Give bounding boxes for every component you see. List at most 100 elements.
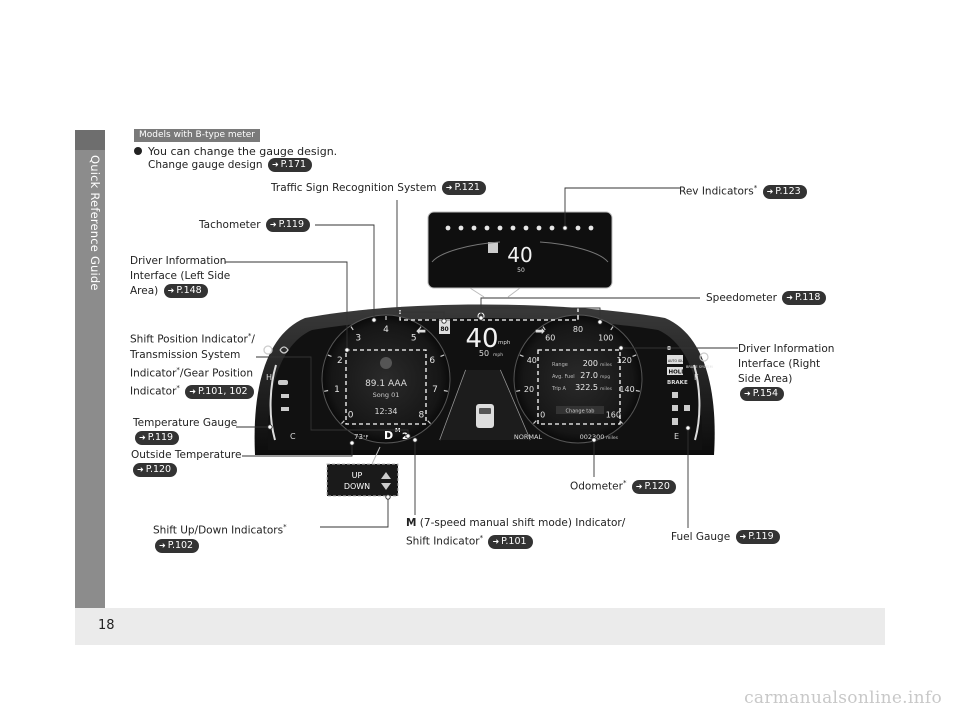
- clock: 12:34: [374, 407, 397, 416]
- tachometer-tick: [350, 326, 354, 331]
- tachometer-number: 0: [348, 410, 354, 420]
- speed-right-arrow-icon: ➡: [535, 324, 545, 338]
- page-ref-link[interactable]: ➜P.118: [782, 291, 827, 305]
- speedometer-number: 120: [617, 356, 632, 365]
- dii-row-value: 322.5: [575, 383, 598, 392]
- callout-speedometer: Speedometer ➜P.118: [706, 291, 827, 306]
- page-ref-link[interactable]: ➜P.119: [265, 218, 310, 232]
- up-arrow-icon: [381, 472, 391, 479]
- right-warning-icons: [667, 346, 709, 425]
- tachometer-tick: [324, 389, 329, 392]
- tachometer-number: 8: [418, 410, 424, 420]
- dii-row-name: Trip A: [551, 386, 567, 392]
- speedometer-tick: [519, 354, 524, 357]
- intro-subtext: Change gauge design: [148, 159, 263, 171]
- hold-label: HOLD: [669, 370, 687, 376]
- updown-down-label: DOWN: [344, 482, 370, 491]
- dii-row-name: Avg. Fuel: [552, 374, 575, 380]
- callout-dii-right: Driver Information Interface (Right Side…: [738, 343, 835, 401]
- page-ref-link[interactable]: ➜P.102: [155, 538, 200, 553]
- callout-traffic-sign: Traffic Sign Recognition System ➜P.121: [271, 181, 486, 196]
- sidebar-tab-top: [75, 130, 105, 150]
- tachometer-number: 4: [383, 325, 389, 335]
- radio-song: Song 01: [373, 391, 400, 399]
- arrow-icon: ➜: [189, 386, 196, 396]
- speedometer-tick: [632, 354, 637, 357]
- page-ref-link[interactable]: ➜P.123: [762, 184, 807, 199]
- speedometer-number: 160: [606, 410, 621, 419]
- speedometer-number: 140: [619, 385, 634, 394]
- gear-mode-indicator: M: [395, 428, 400, 434]
- rev-indicator-led: [458, 225, 464, 231]
- callout-odometer: Odometer* ➜P.120: [570, 476, 676, 495]
- rev-indicator-led: [523, 225, 529, 231]
- page-ref-link[interactable]: ➜P.101: [488, 534, 533, 549]
- rev-indicator-led: [536, 225, 542, 231]
- radio-frequency: 89.1 AAA: [365, 379, 408, 389]
- arrow-icon: ➜: [139, 433, 146, 442]
- gear-number: 2: [402, 432, 408, 442]
- page-ref-link[interactable]: ➜P.119: [735, 530, 780, 544]
- fuel-f-label: F: [694, 373, 699, 382]
- speed-unit: mph: [498, 340, 511, 346]
- tachometer-tick: [327, 354, 332, 357]
- page-ref-link[interactable]: ➜P.148: [163, 284, 208, 298]
- callout-shift-updown: Shift Up/Down Indicators* ➜P.102: [153, 523, 287, 553]
- rev-indicator-led: [549, 225, 555, 231]
- arrow-icon: ➜: [766, 186, 774, 196]
- tachometer-number: 2: [337, 356, 343, 366]
- tachometer-number: 7: [432, 385, 438, 395]
- page-ref-link[interactable]: ➜P.171: [267, 158, 313, 172]
- speedometer-tick: [516, 389, 521, 392]
- auto-idle-label: AUTO IDLE: [668, 359, 685, 363]
- tachometer-number: 6: [429, 356, 435, 366]
- tachometer-tick: [440, 354, 445, 357]
- dii-row-unit: mpg: [600, 375, 610, 380]
- tachometer-tick: [443, 389, 448, 392]
- model-badge: Models with B-type meter: [134, 129, 260, 142]
- callout-fuel: Fuel Gauge ➜P.119: [671, 530, 780, 545]
- page-number: 18: [98, 618, 115, 633]
- arrow-icon: ➜: [786, 293, 793, 302]
- speedometer-tick: [619, 420, 623, 424]
- page-ref-link[interactable]: ➜P.119: [135, 431, 180, 445]
- tachometer-tick: [418, 326, 422, 331]
- change-tab-label: Change tab: [566, 409, 595, 415]
- rev-indicator-led: [497, 225, 503, 231]
- car-icon: [476, 404, 494, 428]
- speedometer-number: 40: [527, 356, 537, 365]
- left-warning-icons: [263, 345, 289, 411]
- dii-row-value: 200: [583, 359, 598, 368]
- callout-shift-position: Shift Position Indicator*/ Transmission …: [130, 332, 255, 399]
- arrow-icon: ➜: [635, 481, 643, 491]
- dii-row-name: Range: [552, 362, 568, 368]
- down-arrow-icon: [381, 483, 391, 490]
- page-ref-link[interactable]: ➜P.120: [631, 479, 676, 494]
- tachometer-tick: [341, 420, 345, 424]
- speedometer-number: 80: [573, 325, 583, 334]
- speed-left-arrow-icon: ⬅: [416, 324, 426, 338]
- rev-indicator-led: [471, 225, 477, 231]
- page-ref-link[interactable]: ➜P.121: [441, 181, 486, 195]
- odometer-value: 002300: [580, 433, 605, 441]
- arrow-icon: ➜: [159, 540, 166, 550]
- dii-row-value: 27.0: [580, 371, 598, 380]
- arrow-icon: ➜: [744, 389, 751, 398]
- callout-m-indicator: M (7-speed manual shift mode) Indicator/…: [406, 517, 626, 549]
- bullet-icon: [134, 147, 142, 155]
- temperature-gauge-arc: [269, 364, 277, 441]
- rev-popout-speed: 40: [507, 243, 532, 267]
- page-ref-link[interactable]: ➜P.101, 102: [185, 384, 254, 399]
- speed-limit: 50: [479, 349, 489, 358]
- temp-h-label: H: [266, 373, 272, 382]
- speedometer-number: 20: [524, 385, 534, 394]
- page-ref-link[interactable]: ➜P.154: [740, 387, 785, 401]
- intro-text: You can change the gauge design.: [148, 145, 338, 158]
- arrow-icon: ➜: [271, 160, 279, 169]
- callout-outside-temp: Outside Temperature ➜P.120: [131, 449, 242, 477]
- page-ref-link[interactable]: ➜P.120: [133, 463, 178, 477]
- intro-bullet: You can change the gauge design.: [134, 145, 337, 158]
- arrow-icon: ➜: [739, 532, 747, 541]
- speedometer-number: 100: [598, 333, 613, 342]
